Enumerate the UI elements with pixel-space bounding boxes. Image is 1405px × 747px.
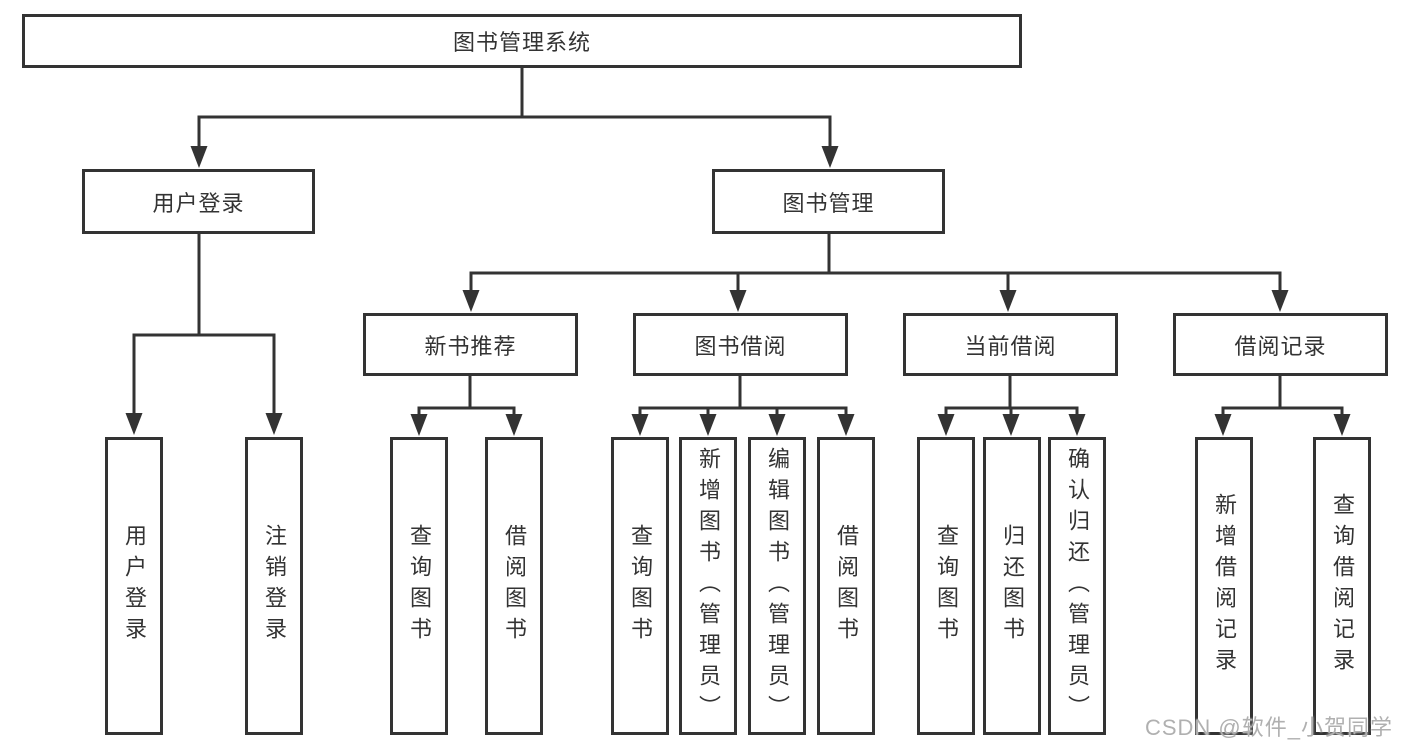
leaf-nbr-query-books-label: 查询图书 bbox=[407, 524, 432, 648]
connector-user-login-to-leaves bbox=[132, 234, 276, 414]
connector-root-to-level2 bbox=[197, 68, 832, 147]
node-user-login: 用户登录 bbox=[82, 169, 315, 234]
connector-new-book-rec-to-leaves bbox=[417, 376, 516, 414]
leaf-bb-add-books-admin: 新增图书（管理员） bbox=[679, 437, 737, 735]
node-library-management-system: 图书管理系统 bbox=[22, 14, 1022, 68]
leaf-cb-return-books-label: 归还图书 bbox=[1000, 524, 1025, 648]
leaf-br-add-record-label: 新增借阅记录 bbox=[1212, 493, 1237, 679]
arrowheads-user-login-leaves bbox=[125, 413, 283, 435]
node-library-management-system-label: 图书管理系统 bbox=[452, 30, 591, 55]
node-new-book-recommendation: 新书推荐 bbox=[363, 313, 578, 376]
leaf-bb-borrow-books: 借阅图书 bbox=[817, 437, 875, 735]
arrowheads-borrow-records-leaves bbox=[1214, 414, 1351, 436]
leaf-user-login-label: 用户登录 bbox=[122, 524, 147, 648]
leaf-bb-add-books-admin-label: 新增图书（管理员） bbox=[696, 446, 721, 726]
connector-book-borrow-to-leaves bbox=[638, 376, 848, 414]
leaf-nbr-borrow-books: 借阅图书 bbox=[485, 437, 543, 735]
arrowheads-level3 bbox=[462, 290, 1289, 312]
leaf-bb-query-books: 查询图书 bbox=[611, 437, 669, 735]
node-current-borrowing-label: 当前借阅 bbox=[964, 333, 1057, 359]
node-book-borrowing: 图书借阅 bbox=[633, 313, 848, 376]
leaf-bb-borrow-books-label: 借阅图书 bbox=[834, 524, 859, 648]
arrowheads-book-borrow-leaves bbox=[631, 414, 855, 436]
leaf-cb-confirm-return-admin-label: 确认归还（管理员） bbox=[1065, 446, 1090, 726]
node-book-management: 图书管理 bbox=[712, 169, 945, 234]
arrowheads-current-borrow-leaves bbox=[937, 414, 1086, 436]
leaf-bb-query-books-label: 查询图书 bbox=[628, 524, 653, 648]
csdn-watermark: CSDN @软件_小贺同学 bbox=[1144, 715, 1393, 740]
arrowheads-new-book-rec-leaves bbox=[410, 414, 523, 436]
leaf-logout: 注销登录 bbox=[245, 437, 303, 735]
arrowheads-level2 bbox=[190, 146, 839, 168]
connector-current-borrow-to-leaves bbox=[944, 376, 1079, 414]
leaf-cb-query-books-label: 查询图书 bbox=[934, 524, 959, 648]
node-borrowing-records-label: 借阅记录 bbox=[1234, 333, 1327, 359]
leaf-nbr-query-books: 查询图书 bbox=[390, 437, 448, 735]
leaf-bb-edit-books-admin: 编辑图书（管理员） bbox=[748, 437, 806, 735]
leaf-nbr-borrow-books-label: 借阅图书 bbox=[502, 524, 527, 648]
node-current-borrowing: 当前借阅 bbox=[903, 313, 1118, 376]
leaf-br-query-record: 查询借阅记录 bbox=[1313, 437, 1371, 735]
leaf-cb-query-books: 查询图书 bbox=[917, 437, 975, 735]
leaf-cb-confirm-return-admin: 确认归还（管理员） bbox=[1048, 437, 1106, 735]
node-new-book-recommendation-label: 新书推荐 bbox=[424, 333, 517, 359]
leaf-logout-label: 注销登录 bbox=[262, 524, 287, 648]
node-user-login-label: 用户登录 bbox=[152, 190, 245, 216]
leaf-br-add-record: 新增借阅记录 bbox=[1195, 437, 1253, 735]
connector-book-mgmt-to-level3 bbox=[469, 234, 1282, 291]
node-book-borrowing-label: 图书借阅 bbox=[694, 333, 787, 359]
leaf-user-login: 用户登录 bbox=[105, 437, 163, 735]
node-book-management-label: 图书管理 bbox=[782, 190, 875, 216]
node-borrowing-records: 借阅记录 bbox=[1173, 313, 1388, 376]
leaf-bb-edit-books-admin-label: 编辑图书（管理员） bbox=[765, 446, 790, 726]
leaf-br-query-record-label: 查询借阅记录 bbox=[1330, 493, 1355, 679]
connector-borrow-records-to-leaves bbox=[1221, 376, 1344, 414]
leaf-cb-return-books: 归还图书 bbox=[983, 437, 1041, 735]
